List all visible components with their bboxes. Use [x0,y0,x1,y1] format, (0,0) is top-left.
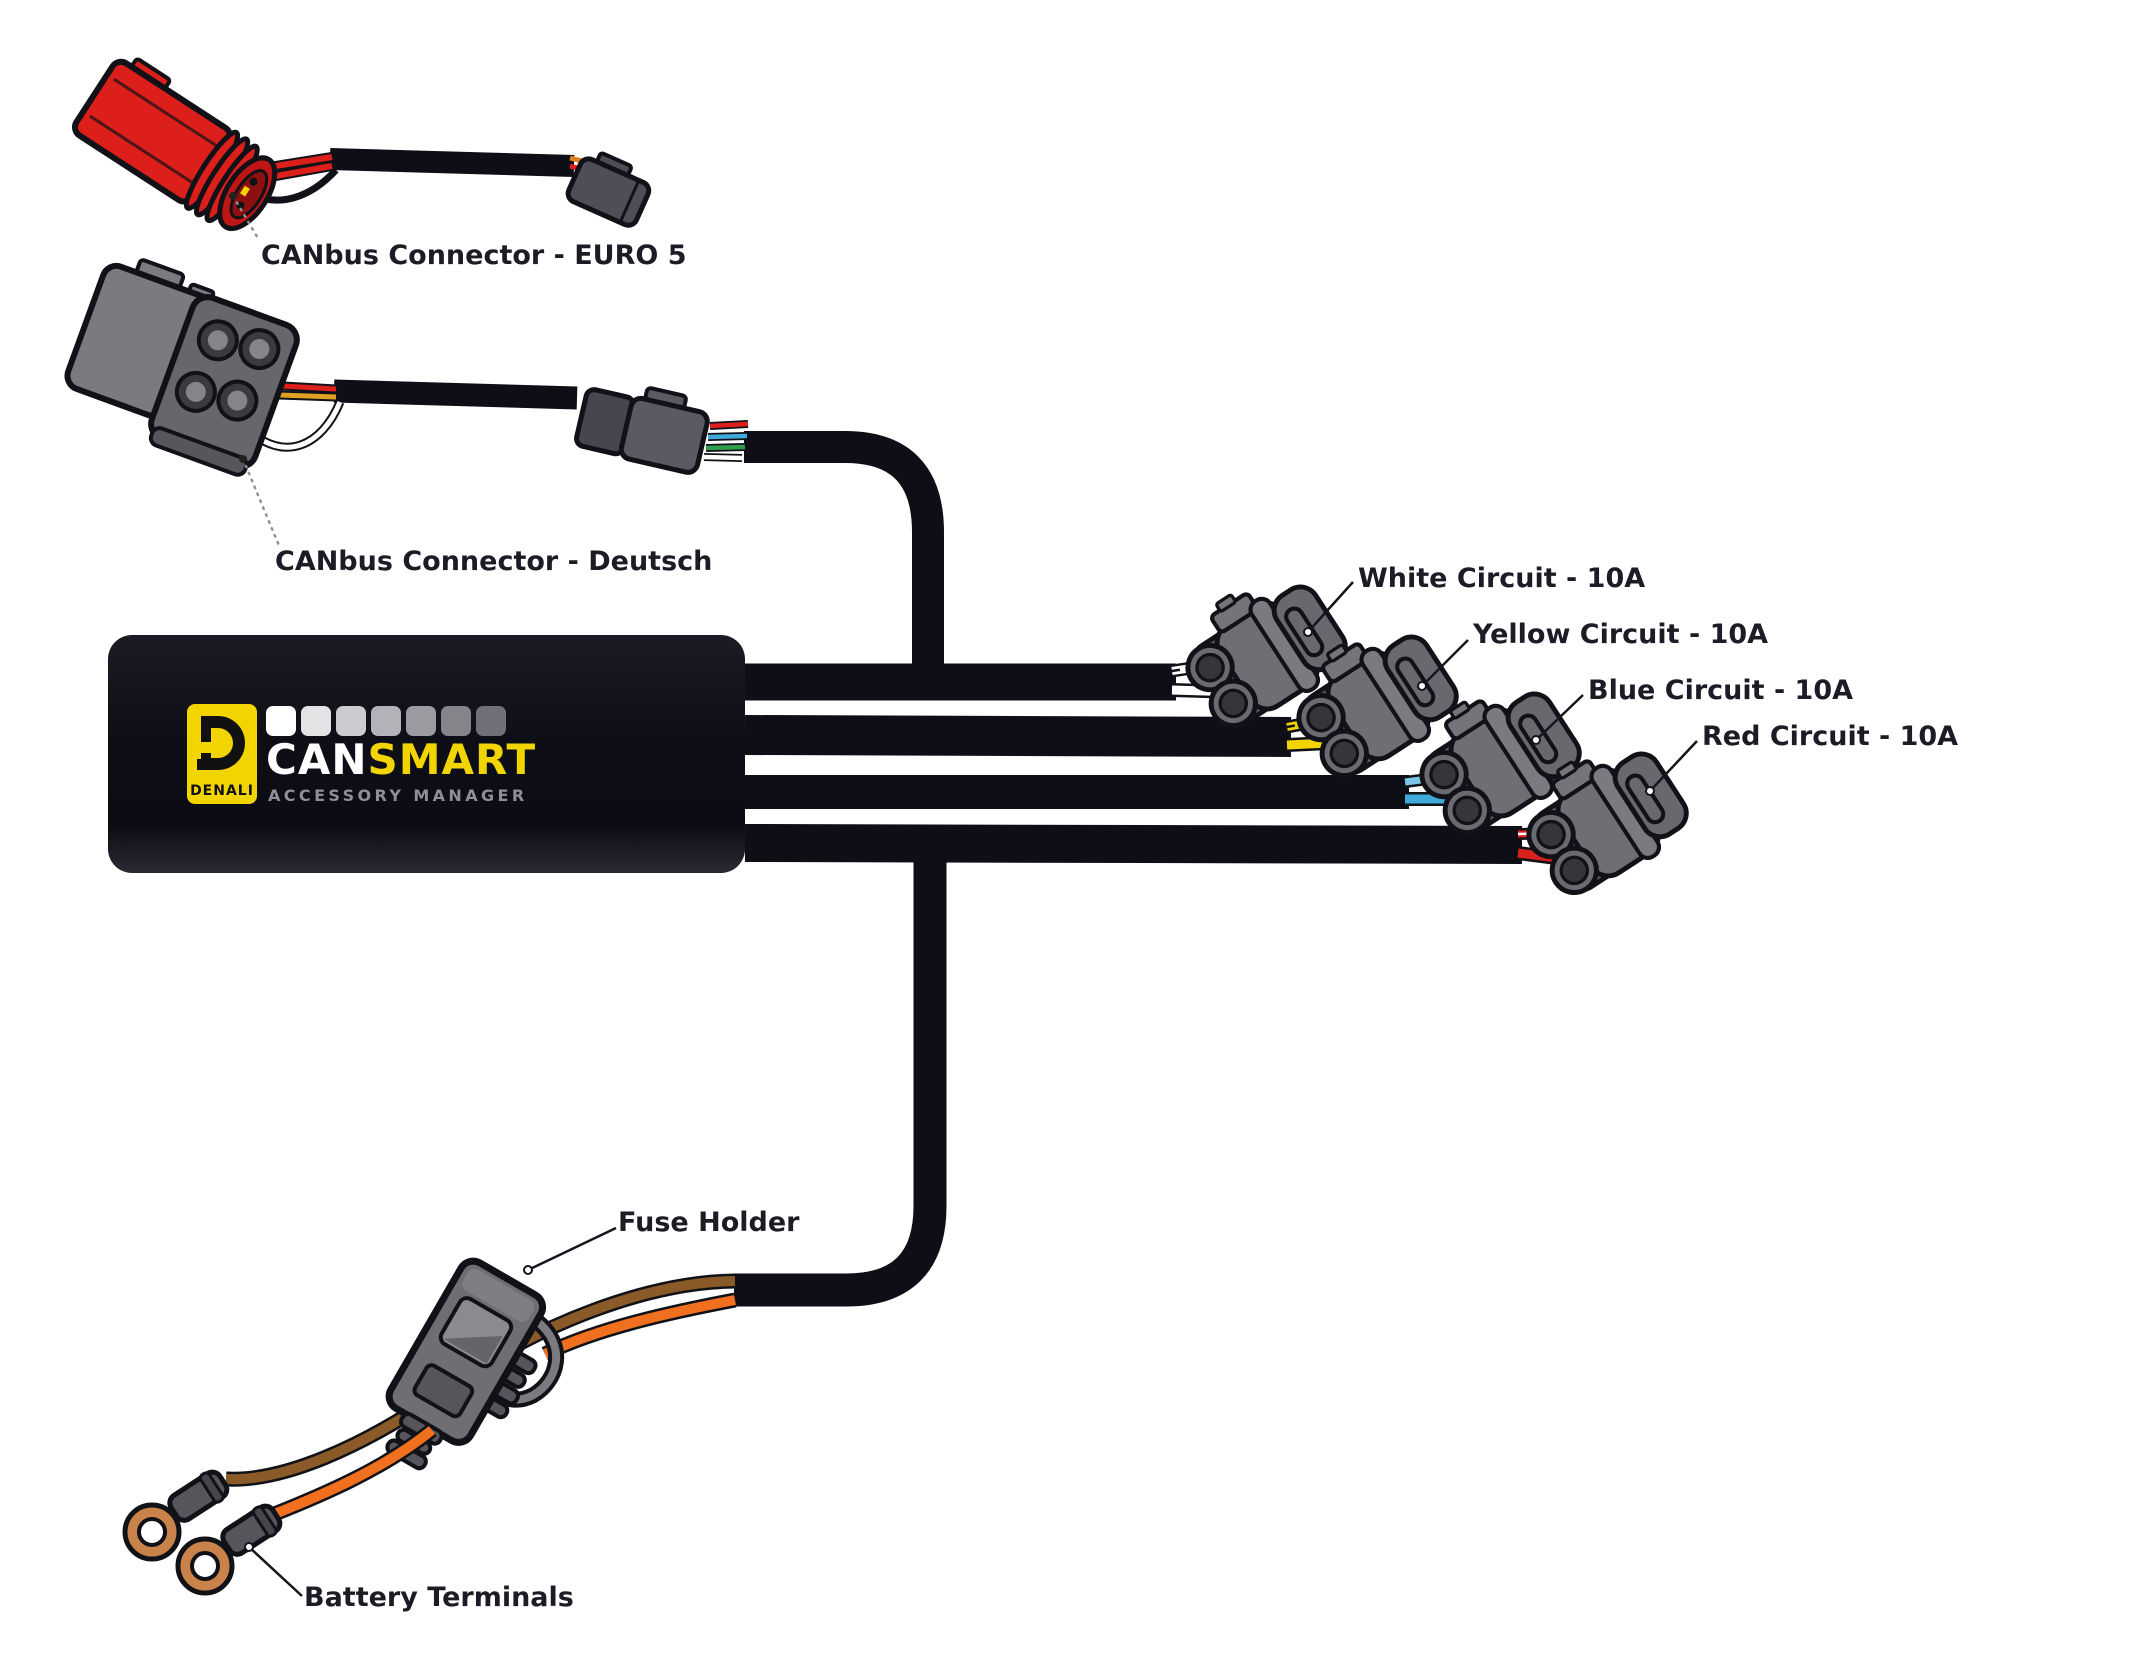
canbus-input-cable [744,431,944,672]
callout-fuse-holder: Fuse Holder [618,1207,800,1238]
indicator-square [441,706,471,736]
yellow-circuit-cable [744,715,1292,757]
euro5-cable [329,148,575,177]
product-name: CANSMART [266,739,536,781]
indicator-square [336,706,366,736]
deutsch-connector [64,258,300,477]
euro5-pigtail-connector [565,151,652,228]
denali-d-icon [195,716,245,770]
product-name-suffix: SMART [367,735,537,784]
cansmart-controller: DENALI CANSMART ACCESSORY MANAGER [108,635,745,873]
deutsch-cable [333,379,578,410]
callout-white-circuit: White Circuit - 10A [1358,563,1646,594]
callout-red-circuit: Red Circuit - 10A [1702,721,1959,752]
red-circuit-cable [744,824,1523,864]
product-name-prefix: CAN [266,735,368,784]
indicator-square [476,706,506,736]
euro5-adapter [71,57,652,231]
leader-lines [229,192,1698,1597]
battery-terminal-power [175,1503,283,1596]
indicator-square [406,706,436,736]
product-tagline: ACCESSORY MANAGER [268,786,528,805]
brand-name: DENALI [190,783,254,799]
power-wire-out [269,1424,437,1522]
inline-connector-pair [574,386,749,475]
indicator-square [371,706,401,736]
indicator-square [301,706,331,736]
harness-cables [329,148,1523,1307]
power-wire-in [542,1295,736,1359]
deutsch-adapter [64,258,749,477]
indicator-square [266,706,296,736]
euro5-connector [71,57,278,231]
callout-battery-terminals: Battery Terminals [304,1582,574,1613]
callout-euro5: CANbus Connector - EURO 5 [261,240,687,271]
power-cable [734,858,947,1307]
indicator-row [266,706,506,736]
callout-blue-circuit: Blue Circuit - 10A [1588,675,1854,706]
callout-yellow-circuit: Yellow Circuit - 10A [1473,619,1769,650]
battery-terminal-ground [122,1469,230,1562]
callout-deutsch: CANbus Connector - Deutsch [275,546,713,577]
fuse-holder [385,1257,565,1471]
denali-logo: DENALI [187,704,257,804]
